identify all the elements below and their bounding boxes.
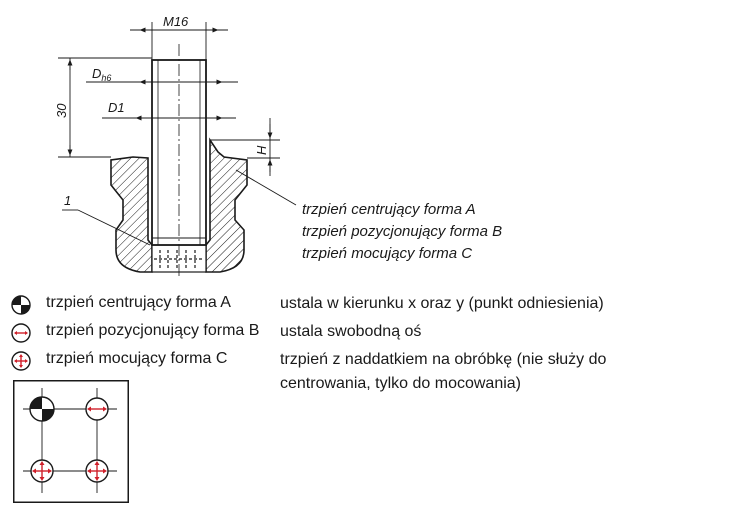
legend-row-a: trzpień centrujący forma A ustala w kier… (10, 292, 740, 315)
pin-layout-diagram (13, 380, 129, 503)
dim-h: H (254, 145, 269, 155)
legend-name-c: trzpień mocujący forma C (46, 350, 228, 367)
centering-icon (11, 295, 31, 315)
callout-line-c: trzpień mocujący forma C (302, 245, 472, 262)
legend-name-b: trzpień pozycjonujący forma B (46, 322, 260, 339)
callout-line-a: trzpień centrujący forma A (302, 201, 476, 218)
dim-m16: M16 (163, 14, 189, 29)
dimension-lines (58, 22, 297, 246)
layout-clamping-icon-right (85, 459, 109, 483)
legend-row-b: trzpień pozycjonujący forma B ustala swo… (10, 320, 740, 343)
layout-clamping-icon-left (30, 459, 54, 483)
legend-desc-c: trzpień z naddatkiem na obróbkę (nie słu… (280, 351, 607, 392)
legend-name-a: trzpień centrujący forma A (46, 294, 231, 311)
bushing-section (110, 137, 248, 273)
dim-dh6: Dh6 (92, 66, 111, 83)
item-number-1: 1 (64, 193, 71, 208)
dim-d1: D1 (108, 100, 125, 115)
clamping-icon (11, 351, 31, 371)
legend-row-c: trzpień mocujący forma C trzpień z nadda… (10, 348, 740, 396)
callout-line-b: trzpień pozycjonujący forma B (302, 223, 502, 240)
legend-desc-a: ustala w kierunku x oraz y (punkt odnies… (280, 295, 604, 312)
dim-30: 30 (54, 103, 69, 118)
layout-positioning-icon (85, 397, 109, 421)
threaded-pin (151, 44, 207, 278)
positioning-icon (11, 323, 31, 343)
layout-centering-icon (29, 396, 55, 422)
legend-desc-b: ustala swobodną oś (280, 323, 422, 340)
